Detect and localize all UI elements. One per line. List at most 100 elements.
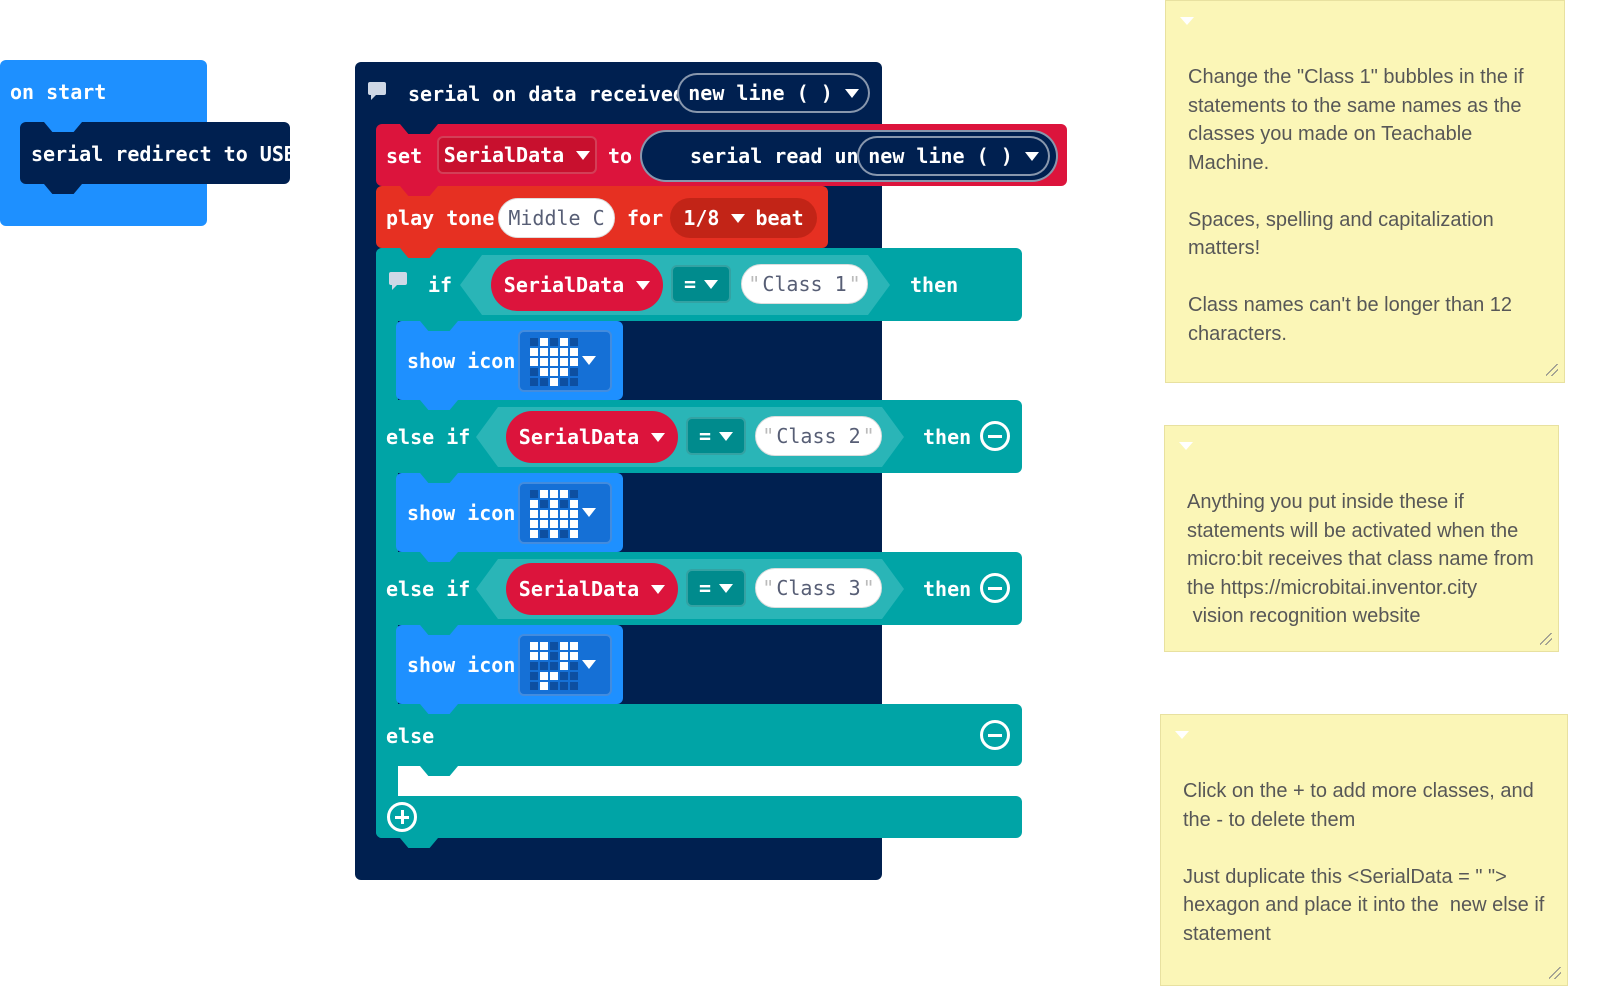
comment-note-1[interactable]: Change the "Class 1" bubbles in the if s…	[1165, 0, 1565, 383]
block-notch	[400, 248, 438, 258]
chevron-down-icon	[582, 660, 596, 669]
if-keyword: if	[428, 273, 453, 297]
then-keyword: then	[923, 577, 972, 601]
class-text-input[interactable]: "Class 2"	[755, 416, 882, 456]
read-delimiter-dropdown[interactable]: new line ( )	[857, 136, 1050, 176]
chevron-down-icon	[651, 584, 666, 594]
note-text[interactable]: Click on the + to add more classes, and …	[1183, 780, 1545, 945]
note-text[interactable]: Change the "Class 1" bubbles in the if s…	[1188, 66, 1524, 345]
chevron-down-icon	[576, 150, 591, 160]
resize-handle-icon[interactable]	[1549, 967, 1561, 979]
collapse-triangle-icon[interactable]	[1175, 731, 1189, 739]
chevron-down-icon	[582, 508, 596, 517]
operator-value: =	[683, 272, 697, 296]
comment-note-2[interactable]: Anything you put inside these if stateme…	[1164, 425, 1559, 652]
else-keyword: else	[386, 724, 435, 748]
operator-value: =	[698, 576, 712, 600]
led-grid	[530, 642, 578, 690]
note-text[interactable]: Anything you put inside these if stateme…	[1187, 491, 1534, 627]
remove-branch-button[interactable]	[980, 421, 1010, 451]
chevron-down-icon	[704, 279, 719, 289]
block-notch	[400, 838, 438, 848]
chevron-down-icon	[844, 88, 859, 98]
to-label: to	[608, 144, 633, 168]
chevron-down-icon	[582, 356, 596, 365]
operator-dropdown[interactable]: =	[671, 265, 731, 303]
serial-redirect-label: serial redirect to USB	[31, 142, 296, 166]
chevron-down-icon	[636, 280, 651, 290]
operator-value: =	[698, 424, 712, 448]
variable-dropdown[interactable]: SerialData	[506, 563, 678, 615]
class-value: Class 3	[776, 576, 861, 600]
variable-name: SerialData	[518, 577, 640, 601]
set-variable-dropdown[interactable]: SerialData	[437, 136, 597, 174]
add-branch-button[interactable]	[387, 802, 417, 832]
set-variable-name: SerialData	[443, 143, 565, 167]
variable-name: SerialData	[503, 273, 625, 297]
block-notch	[420, 400, 458, 410]
show-icon-label: show icon	[407, 349, 516, 373]
block-notch	[400, 186, 438, 196]
event-delimiter-dropdown[interactable]: new line ( )	[677, 73, 870, 113]
block-notch	[44, 184, 82, 194]
operator-dropdown[interactable]: =	[686, 569, 746, 607]
on-start-label: on start	[10, 80, 107, 104]
note-value: Middle C	[508, 206, 605, 230]
variable-name: SerialData	[518, 425, 640, 449]
beat-dropdown[interactable]: 1/8 beat	[670, 198, 817, 238]
for-label: for	[627, 206, 664, 230]
led-grid	[530, 490, 578, 538]
variable-dropdown[interactable]: SerialData	[491, 259, 663, 311]
else-row[interactable]	[376, 704, 1022, 766]
if-block-spine	[376, 248, 398, 838]
chevron-down-icon	[719, 431, 734, 441]
remove-branch-button[interactable]	[980, 573, 1010, 603]
else-empty-slot[interactable]	[398, 766, 1022, 796]
chevron-down-icon	[719, 583, 734, 593]
class-value: Class 1	[762, 272, 847, 296]
resize-handle-icon[interactable]	[1540, 633, 1552, 645]
play-tone-label: play tone	[386, 206, 495, 230]
then-keyword: then	[910, 273, 959, 297]
beat-value: 1/8	[683, 206, 720, 230]
resize-handle-icon[interactable]	[1546, 364, 1558, 376]
if-block-footer[interactable]	[376, 796, 1022, 838]
block-notch	[420, 625, 458, 635]
comment-note-3[interactable]: Click on the + to add more classes, and …	[1160, 714, 1568, 986]
block-notch	[420, 766, 458, 776]
then-keyword: then	[923, 425, 972, 449]
remove-else-button[interactable]	[980, 720, 1010, 750]
comment-icon[interactable]	[368, 82, 386, 100]
beat-label: beat	[755, 206, 804, 230]
block-notch	[420, 552, 458, 562]
else-if-keyword: else if	[386, 425, 471, 449]
variable-dropdown[interactable]: SerialData	[506, 411, 678, 463]
class-value: Class 2	[776, 424, 861, 448]
chevron-down-icon	[651, 432, 666, 442]
collapse-triangle-icon[interactable]	[1180, 17, 1194, 25]
else-if-keyword: else if	[386, 577, 471, 601]
ghost-icon[interactable]	[518, 482, 612, 544]
show-icon-label: show icon	[407, 501, 516, 525]
event-delimiter-value: new line ( )	[688, 81, 833, 105]
block-notch	[420, 704, 458, 714]
set-label: set	[386, 144, 423, 168]
comment-icon[interactable]	[389, 272, 407, 290]
serial-redirect-block[interactable]	[20, 122, 290, 184]
block-notch	[420, 473, 458, 483]
class-text-input[interactable]: "Class 3"	[755, 568, 882, 608]
collapse-triangle-icon[interactable]	[1179, 442, 1193, 450]
class-text-input[interactable]: "Class 1"	[741, 264, 868, 304]
block-notch	[400, 124, 438, 134]
heart-icon[interactable]	[518, 330, 612, 392]
skull-icon[interactable]	[518, 634, 612, 696]
serial-event-label: serial on data received	[408, 82, 685, 106]
show-icon-label: show icon	[407, 653, 516, 677]
note-picker[interactable]: Middle C	[498, 198, 615, 238]
led-grid	[530, 338, 578, 386]
read-delimiter-value: new line ( )	[868, 144, 1013, 168]
operator-dropdown[interactable]: =	[686, 417, 746, 455]
chevron-down-icon	[1024, 151, 1039, 161]
chevron-down-icon	[731, 213, 746, 223]
block-notch	[44, 122, 82, 132]
